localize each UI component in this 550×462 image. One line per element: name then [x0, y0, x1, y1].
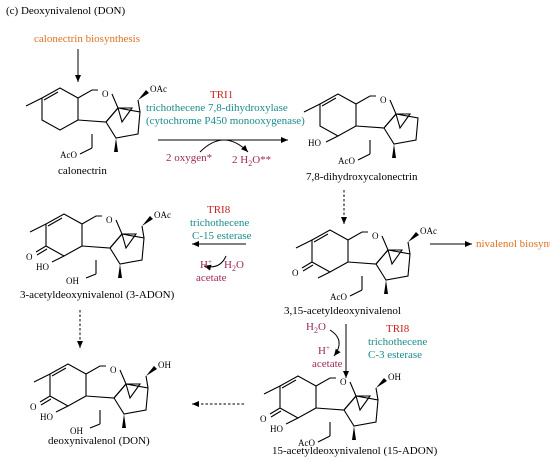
svg-text:HO: HO [36, 262, 49, 272]
step1-enzyme-line2: (cytochrome P450 monooxygenase) [146, 115, 305, 127]
dihydroxycalonectrin-label: 7,8-dihydroxycalonectrin [306, 171, 418, 183]
step3-acetate: acetate [312, 358, 343, 370]
svg-text:OH: OH [70, 426, 83, 436]
step1-enzyme-line1: trichothecene 7,8-dihydroxylase [146, 102, 288, 114]
molecule-315-acdon: O O OAc AcO [292, 226, 437, 302]
svg-text:O: O [260, 414, 267, 424]
calonectrin-biosynthesis-label: calonectrin biosynthesis [34, 33, 140, 45]
step3-enzyme-line2: C-3 esterase [368, 349, 422, 361]
step3-water: H2O [306, 321, 326, 335]
step3-gene: TRI8 [386, 323, 410, 335]
step2-acetate: acetate [196, 272, 227, 284]
molecule-calonectrin: O OAc AcO [25, 84, 167, 160]
nivalenol-biosynthesis-label: nivalenol biosynthesis [476, 238, 550, 250]
svg-text:AcO: AcO [298, 438, 315, 448]
ho-group: HO [308, 138, 321, 148]
315-acdon-label: 3,15-acetyldeoxynivalenol [284, 305, 401, 317]
svg-text:OH: OH [66, 276, 79, 286]
step2-water: H2O [224, 259, 244, 273]
svg-text:O: O [106, 215, 113, 225]
molecule-15-adon: O O OH HO AcO [260, 372, 401, 448]
don-label: deoxynivalenol (DON) [48, 435, 150, 447]
svg-text:OAc: OAc [154, 210, 171, 220]
svg-text:HO: HO [270, 424, 283, 434]
svg-text:OAc: OAc [420, 226, 437, 236]
svg-text:O: O [340, 377, 347, 387]
3-adon-label: 3-acetyldeoxynivalenol (3-ADON) [20, 289, 175, 301]
svg-text:O: O [30, 402, 37, 412]
step2-cofactor-curve [203, 255, 227, 271]
step1-cofactor-in: 2 oxygen* [166, 152, 212, 164]
step2-enzyme-line2: C-15 esterase [192, 230, 252, 242]
step1-gene: TRI1 [210, 89, 233, 101]
step2-enzyme-line1: trichothecene [190, 217, 249, 229]
ring-oxygen: O [102, 89, 109, 99]
svg-text:O: O [292, 268, 299, 278]
svg-text:O: O [26, 252, 33, 262]
15-adon-label: 15-acetyldeoxynivalenol (15-ADON) [272, 445, 438, 457]
svg-text:AcO: AcO [330, 292, 347, 302]
step1-cofactor-out: 2 H2O** [232, 154, 271, 168]
step2-proton: H+ [200, 258, 212, 271]
svg-text:HO: HO [40, 412, 53, 422]
svg-text:O: O [380, 95, 387, 105]
step1-cofactor-curve [199, 139, 249, 153]
step2-gene: TRI8 [207, 204, 231, 216]
molecule-dihydroxycalonectrin: O HO AcO [303, 93, 419, 166]
svg-text:AcO: AcO [338, 156, 355, 166]
aco-group: AcO [60, 150, 77, 160]
calonectrin-label: calonectrin [58, 165, 107, 177]
svg-text:OH: OH [388, 372, 401, 382]
step3-proton: H+ [318, 344, 330, 357]
oac-group: OAc [150, 84, 167, 94]
molecule-3-adon: O O OAc HO OH [26, 210, 171, 286]
svg-text:O: O [372, 231, 379, 241]
svg-text:O: O [110, 365, 117, 375]
step3-cofactor-curve [329, 329, 341, 357]
molecule-don: O O OH HO OH [30, 360, 171, 436]
svg-text:OH: OH [158, 360, 171, 370]
figure-title: (c) Deoxynivalenol (DON) [6, 5, 125, 17]
step3-enzyme-line1: trichothecene [368, 336, 427, 348]
